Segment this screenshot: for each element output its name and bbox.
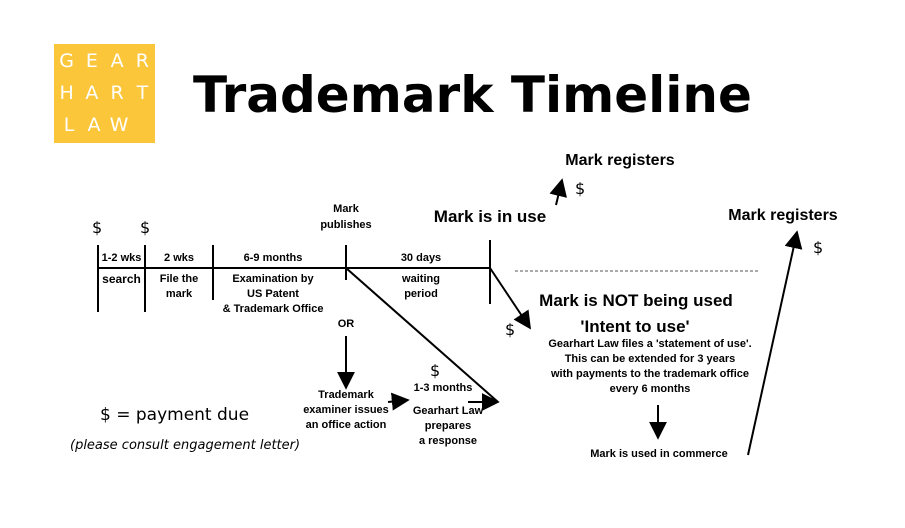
payment-marker-registers-top: $ (575, 179, 586, 198)
payment-marker-filing: $ (140, 218, 151, 237)
intent-desc-1: Gearhart Law files a 'statement of use'. (548, 338, 752, 350)
office-action-label-3: an office action (305, 419, 387, 431)
filing-label-1: File the (159, 273, 199, 285)
intent-desc-3: with payments to the trademark office (550, 368, 750, 380)
search-duration: 1-2 wks (101, 252, 142, 264)
response-label-3: a response (418, 435, 478, 447)
arrow-to-registers-top (549, 178, 567, 206)
waiting-label-2: period (404, 288, 438, 300)
office-action-label-1: Trademark (318, 389, 374, 401)
logo-letter: T (136, 82, 149, 104)
arrow-to-registers-right (747, 230, 803, 456)
mark-not-used-label: Mark is NOT being used (539, 291, 733, 310)
intent-desc-2: This can be extended for 3 years (564, 353, 736, 365)
waiting-label-1: waiting (402, 273, 440, 285)
diagonal-publish-to-response (345, 267, 499, 403)
payment-legend: $ = payment due (100, 405, 250, 425)
payment-marker-search: $ (92, 218, 103, 237)
response-duration: 1-3 months (413, 382, 473, 394)
logo-letter: R (135, 50, 149, 72)
mark-registers-right-label: Mark registers (728, 207, 838, 224)
intent-to-use-label: 'Intent to use' (580, 317, 690, 336)
publish-label-1: Mark (333, 203, 359, 215)
publish-label-2: publishes (320, 219, 372, 231)
logo-letter: A (87, 114, 101, 136)
logo-letter: R (110, 82, 124, 104)
examination-label-2: US Patent (247, 288, 299, 300)
intent-desc-4: every 6 months (609, 383, 691, 395)
response-label-1: Gearhart Law (412, 405, 484, 417)
mark-used-in-commerce-label: Mark is used in commerce (590, 448, 728, 460)
payment-marker-registers-right: $ (813, 238, 824, 257)
logo-letter: W (109, 114, 129, 136)
logo-row-2: H A R T (54, 82, 155, 104)
logo-row-3: L A W (54, 114, 159, 136)
payment-marker-intent: $ (505, 320, 516, 339)
examination-duration: 6-9 months (243, 252, 303, 264)
filing-duration: 2 wks (164, 252, 194, 264)
or-label: OR (337, 318, 355, 330)
logo-letter: A (85, 82, 99, 104)
page-title: Trademark Timeline (193, 66, 752, 124)
arrow-to-not-used (489, 267, 531, 330)
logo-letter: H (59, 82, 74, 104)
logo-letter: E (85, 50, 98, 72)
filing-label-2: mark (165, 288, 193, 300)
response-label-2: prepares (424, 420, 472, 432)
payment-marker-response: $ (430, 361, 441, 380)
waiting-duration: 30 days (400, 252, 442, 264)
logo-letter: G (59, 50, 74, 72)
examination-label-3: & Trademark Office (222, 303, 324, 315)
logo-letter: A (110, 50, 124, 72)
mark-in-use-label: Mark is in use (433, 207, 547, 226)
office-action-label-2: examiner issues (303, 404, 389, 416)
examination-label-1: Examination by (232, 273, 314, 285)
gearhart-law-logo: G E A R H A R T L A W (54, 44, 155, 143)
engagement-note: (please consult engagement letter) (70, 438, 301, 453)
logo-letter: L (63, 114, 75, 136)
logo-row-1: G E A R (54, 50, 155, 72)
search-label: search (102, 272, 141, 286)
mark-registers-top-label: Mark registers (565, 152, 675, 169)
arrow-to-response (387, 392, 410, 411)
